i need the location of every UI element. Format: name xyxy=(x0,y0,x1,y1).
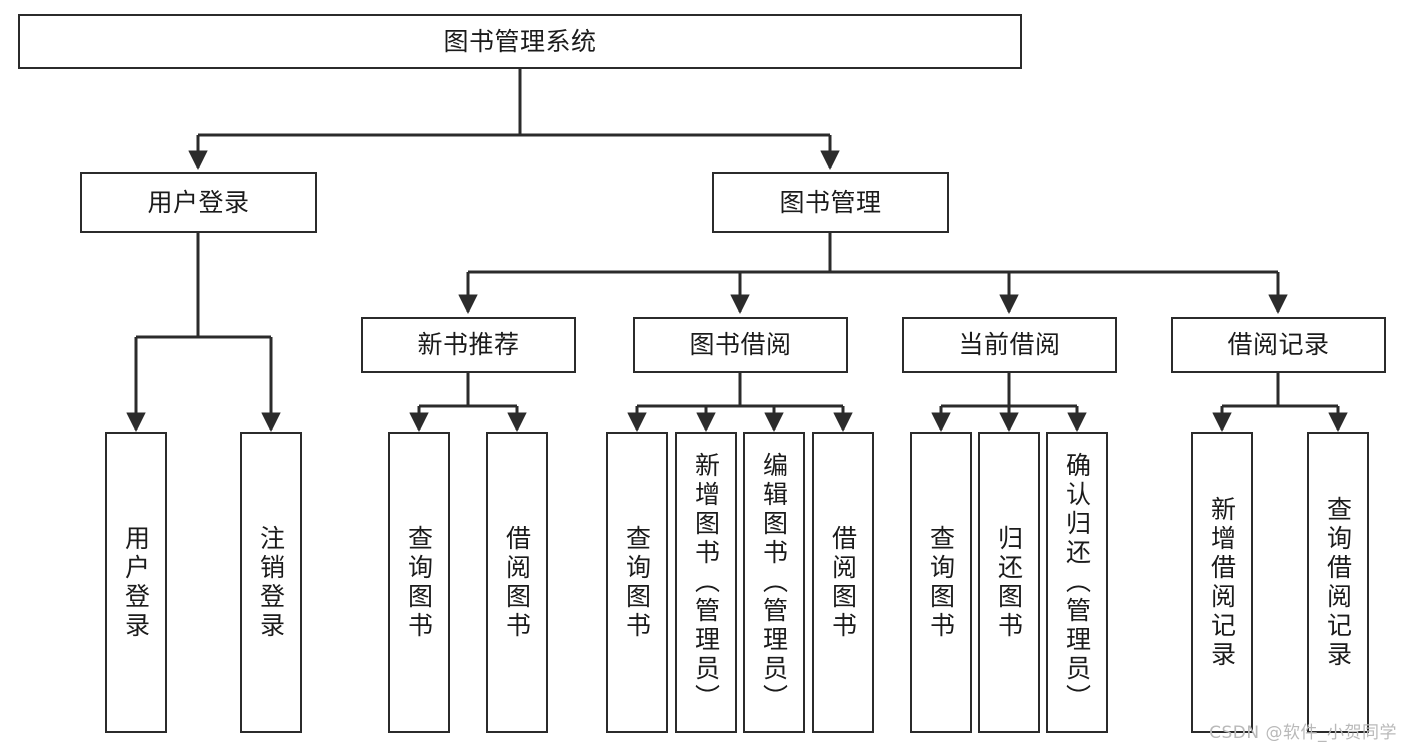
node-book-borrow[interactable]: 图书借阅 xyxy=(633,317,848,373)
leaf-records-add[interactable]: 新增借阅记录 xyxy=(1191,432,1253,733)
leaf-current-return[interactable]: 归还图书 xyxy=(978,432,1040,733)
node-user-login-label: 用户登录 xyxy=(147,187,250,217)
leaf-new-books-query-label: 查询图书 xyxy=(404,524,434,641)
leaf-new-books-borrow[interactable]: 借阅图书 xyxy=(486,432,548,733)
leaf-borrow-borrow-book[interactable]: 借阅图书 xyxy=(812,432,874,733)
node-new-book-recommend-label: 新书推荐 xyxy=(417,330,520,360)
leaf-user-login-logout-label: 注销登录 xyxy=(256,524,286,641)
node-current-borrow-label: 当前借阅 xyxy=(958,330,1061,360)
leaf-user-login-logout[interactable]: 注销登录 xyxy=(240,432,302,733)
node-book-management-label: 图书管理 xyxy=(779,187,882,217)
node-root[interactable]: 图书管理系统 xyxy=(18,14,1022,69)
leaf-borrow-query-label: 查询图书 xyxy=(622,524,652,641)
node-new-book-recommend[interactable]: 新书推荐 xyxy=(361,317,576,373)
leaf-borrow-add-book-label: 新增图书（管理员） xyxy=(691,452,721,713)
node-current-borrow[interactable]: 当前借阅 xyxy=(902,317,1117,373)
leaf-records-query-label: 查询借阅记录 xyxy=(1323,495,1353,670)
leaf-user-login-login[interactable]: 用户登录 xyxy=(105,432,167,733)
leaf-new-books-borrow-label: 借阅图书 xyxy=(502,524,532,641)
leaf-borrow-edit-book-label: 编辑图书（管理员） xyxy=(759,452,789,713)
csdn-watermark: CSDN @软件_小贺同学 xyxy=(1209,723,1397,743)
leaf-current-return-label: 归还图书 xyxy=(994,524,1024,641)
leaf-borrow-add-book[interactable]: 新增图书（管理员） xyxy=(675,432,737,733)
leaf-records-add-label: 新增借阅记录 xyxy=(1207,495,1237,670)
node-user-login[interactable]: 用户登录 xyxy=(80,172,317,233)
leaf-new-books-query[interactable]: 查询图书 xyxy=(388,432,450,733)
leaf-current-query[interactable]: 查询图书 xyxy=(910,432,972,733)
node-borrow-records[interactable]: 借阅记录 xyxy=(1171,317,1386,373)
node-root-label: 图书管理系统 xyxy=(443,26,597,56)
leaf-borrow-edit-book[interactable]: 编辑图书（管理员） xyxy=(743,432,805,733)
leaf-current-query-label: 查询图书 xyxy=(926,524,956,641)
leaf-user-login-login-label: 用户登录 xyxy=(121,524,151,641)
leaf-current-confirm-return-label: 确认归还（管理员） xyxy=(1062,452,1092,713)
leaf-records-query[interactable]: 查询借阅记录 xyxy=(1307,432,1369,733)
node-borrow-records-label: 借阅记录 xyxy=(1227,330,1330,360)
leaf-borrow-query[interactable]: 查询图书 xyxy=(606,432,668,733)
leaf-borrow-borrow-book-label: 借阅图书 xyxy=(828,524,858,641)
leaf-current-confirm-return[interactable]: 确认归还（管理员） xyxy=(1046,432,1108,733)
node-book-borrow-label: 图书借阅 xyxy=(689,330,792,360)
node-book-management[interactable]: 图书管理 xyxy=(712,172,949,233)
